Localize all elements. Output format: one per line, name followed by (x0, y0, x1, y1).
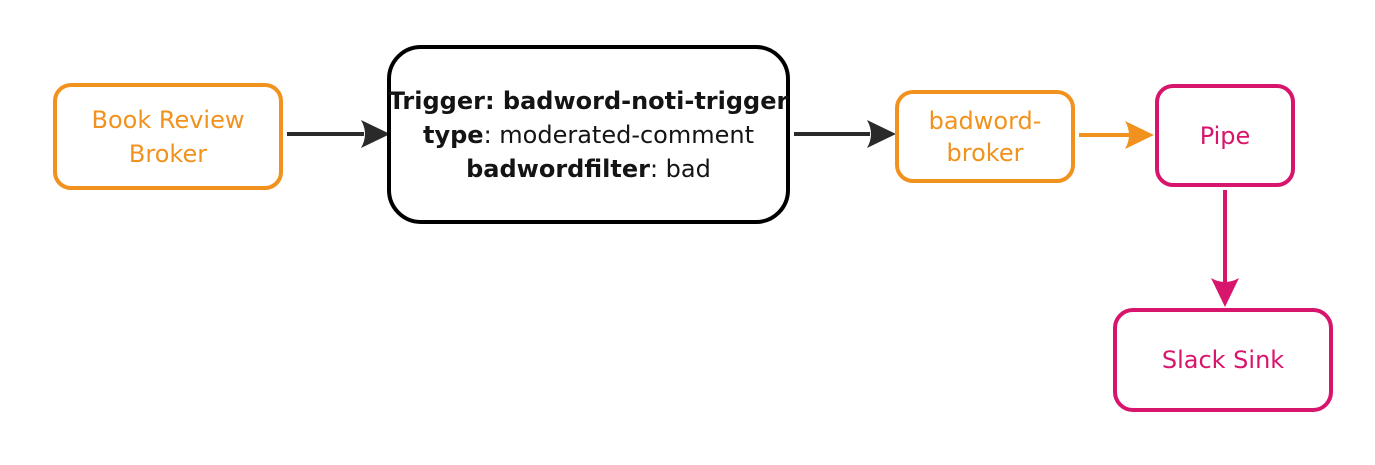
node-badword-broker-label-line2: broker (946, 138, 1024, 167)
edge-book-review-broker-to-trigger (287, 120, 390, 148)
trigger-row-badwordfilter-key: badwordfilter (466, 154, 650, 183)
node-badword-broker-label-line1: badword- (928, 106, 1042, 135)
trigger-row-type: type: moderated-comment (423, 118, 754, 152)
node-trigger: Trigger: badword-noti-trigger type: mode… (387, 45, 790, 224)
trigger-row-type-value: : moderated-comment (483, 120, 755, 149)
trigger-title-text: Trigger: badword-noti-trigger (388, 86, 789, 115)
edge-badword-broker-to-pipe (1079, 121, 1154, 149)
trigger-title: Trigger: badword-noti-trigger (389, 84, 789, 118)
node-pipe: Pipe (1155, 84, 1295, 187)
edge-trigger-to-badword-broker (794, 120, 896, 148)
trigger-row-badwordfilter: badwordfilter: bad (466, 152, 711, 186)
node-slack-sink-label: Slack Sink (1161, 346, 1285, 374)
edge-pipe-to-slack-sink (1211, 190, 1239, 307)
node-book-review-broker-label-line1: Book Review (91, 105, 245, 134)
node-book-review-broker-label-line2: Broker (128, 139, 208, 168)
trigger-row-type-key: type (422, 120, 484, 149)
trigger-row-badwordfilter-value: : bad (649, 154, 711, 183)
node-book-review-broker: Book Review Broker (53, 83, 283, 190)
node-badword-broker: badword- broker (895, 90, 1075, 183)
node-slack-sink: Slack Sink (1113, 308, 1333, 412)
node-pipe-label: Pipe (1199, 121, 1251, 150)
